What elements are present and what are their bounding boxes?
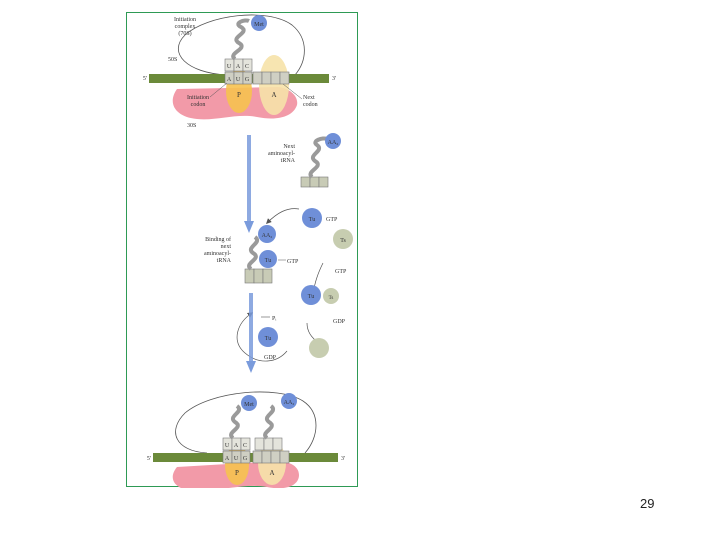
diagram-canvas: Met U A C A U G Initiation complex (70S)… <box>143 14 353 488</box>
panel-binding-next-trna: AA₂ Next aminoacyl- tRNA Tu GTP Ts GTP T… <box>204 133 353 362</box>
tu-factor-lower <box>258 327 278 347</box>
codon-a-3: A <box>225 456 230 462</box>
next-codon-label: Next <box>303 95 315 101</box>
next-codon-label-2: codon <box>303 102 318 108</box>
translation-elongation-diagram: Met U A C A U G Initiation complex (70S)… <box>126 12 358 488</box>
gray-factor-lower <box>309 338 329 358</box>
anticodon-c-3: C <box>243 443 247 449</box>
subunit-50s-label: 50S <box>168 57 177 63</box>
aa2-residue-bound <box>258 225 276 243</box>
codon-u-3: U <box>234 456 239 462</box>
initiator-trna <box>231 18 250 61</box>
tu-label-bound: Tu <box>265 258 271 264</box>
tu-factor-bound <box>259 250 277 268</box>
incoming-trna <box>308 136 328 179</box>
tu-label-middle: Tu <box>308 294 314 300</box>
ts-label: Ts <box>340 238 346 244</box>
initiation-complex-label-3: (70S) <box>178 30 191 37</box>
gtp-label-bound: GTP <box>287 259 299 265</box>
next-aminoacyl-label: Next <box>283 144 295 150</box>
three-prime-label-3: 3' <box>341 456 345 462</box>
trna-anticodon <box>224 58 253 72</box>
met-label: Met <box>254 22 264 28</box>
met-label-3: Met <box>244 402 254 408</box>
next-aminoacyl-label-3: tRNA <box>281 158 296 164</box>
subunit-30s-label: 30S <box>187 123 196 129</box>
panel-initiation-complex: Met U A C A U G Initiation complex (70S)… <box>143 14 336 129</box>
codon-a: A <box>227 77 232 83</box>
a-site-label: A <box>271 91 276 99</box>
ts-label-middle: Ts <box>329 296 334 301</box>
a-site-trna-3 <box>263 404 275 440</box>
next-aminoacyl-label-2: aminoacyl- <box>268 151 295 157</box>
page-number: 29 <box>640 496 655 511</box>
cycle-arrow-left <box>236 312 288 362</box>
aa2-residue-3 <box>281 393 297 409</box>
gdp-label-lower: GDP <box>264 355 277 361</box>
binding-label: Binding of <box>205 236 231 243</box>
a-site-label-3: A <box>269 469 274 477</box>
met-residue-3 <box>241 395 257 411</box>
tu-factor-upper <box>302 208 322 228</box>
three-prime-label: 3' <box>332 76 336 82</box>
five-prime-label: 5' <box>143 76 147 82</box>
anticodon-c: C <box>245 64 249 70</box>
mrna-codons-3 <box>222 450 290 464</box>
aa2-label-3: AA₂ <box>284 400 295 406</box>
anticodon-a: A <box>236 64 241 70</box>
subunit-50s-outline-3 <box>175 391 317 454</box>
tu-factor-middle <box>301 285 321 305</box>
anticodon-u: U <box>227 64 232 70</box>
bound-trna <box>247 235 259 271</box>
tu-label-upper: Tu <box>309 217 315 223</box>
initiation-complex-label: Initiation <box>174 17 196 23</box>
tu-label-lower: Tu <box>265 336 271 342</box>
met-residue <box>251 15 267 31</box>
codon-g: G <box>245 77 250 83</box>
p-site-trna-3 <box>229 404 241 440</box>
codon-g-3: G <box>243 456 248 462</box>
binding-label-2: next <box>221 244 232 250</box>
anticodon-a-3: A <box>234 443 239 449</box>
mrna-codons <box>224 71 290 85</box>
panel-after-binding: Met AA₂ U A C A U G 5' 3' P A <box>147 391 345 488</box>
initiation-codon-label-2: codon <box>191 102 206 108</box>
anticodon-u-3: U <box>225 443 230 449</box>
initiation-complex-label-2: complex <box>175 24 196 30</box>
binding-label-3: aminoacyl- <box>204 251 231 257</box>
aa2-residue <box>325 133 341 149</box>
codon-u: U <box>236 77 241 83</box>
gtp-label-upper: GTP <box>326 217 338 223</box>
aa2-label-top: AA₂ <box>328 140 339 146</box>
trna-anticodons-3 <box>222 437 283 451</box>
binding-label-4: tRNA <box>217 258 232 264</box>
aa2-label-bound: AA₂ <box>262 233 273 239</box>
cycle-arrow-upper <box>266 208 300 224</box>
p-site-label: P <box>237 91 241 99</box>
five-prime-label-3: 5' <box>147 456 151 462</box>
subunit-50s-outline <box>178 14 305 76</box>
pi-label: Pᵢ <box>272 316 276 322</box>
initiation-codon-label: Initiation <box>187 95 209 101</box>
gtp-label-right: GTP <box>335 269 347 275</box>
ts-factor-middle <box>323 288 339 304</box>
p-site-label-3: P <box>235 469 239 477</box>
ts-factor <box>333 229 353 249</box>
gdp-label-right: GDP <box>333 319 346 325</box>
a-site <box>259 55 289 115</box>
